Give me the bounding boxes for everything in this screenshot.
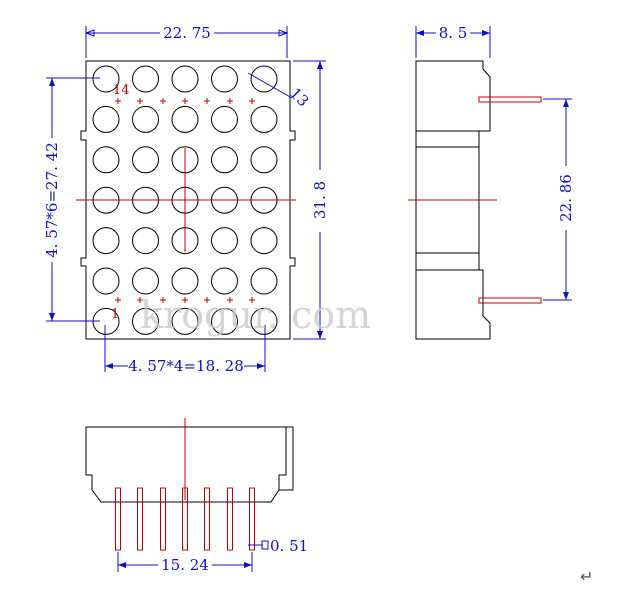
pin-14-label: 14 — [113, 83, 130, 98]
front-body-outline — [80, 60, 296, 340]
pin-position-mark — [249, 98, 255, 104]
pin-position-mark — [227, 297, 233, 303]
led-dot — [211, 146, 238, 174]
width-total-label: 22. 75 — [163, 24, 211, 42]
led-dot — [211, 105, 238, 133]
dim-row-pitch: 4. 57*6=27. 42 — [43, 77, 100, 322]
led-dot — [250, 307, 278, 335]
bottom-pin — [204, 487, 210, 551]
side-pin-bottom — [478, 297, 542, 304]
led-dot — [250, 146, 278, 174]
pin-position-mark — [249, 297, 255, 303]
pin-position-mark — [137, 98, 143, 104]
side-view — [408, 60, 542, 340]
led-dot — [132, 267, 159, 295]
pin-marks — [115, 98, 255, 303]
led-dot — [132, 146, 159, 174]
pin-position-mark — [160, 297, 166, 303]
led-dot — [132, 227, 159, 255]
led-dot — [250, 227, 278, 255]
bottom-pin — [160, 487, 166, 551]
bottom-pin — [249, 487, 255, 551]
dim-pin-span-horizontal: 15. 24 — [117, 552, 253, 574]
pin-position-mark — [227, 98, 233, 104]
pin-1-label: 1 — [111, 307, 119, 322]
dim-pin-span-vertical: 22. 86 — [543, 98, 575, 301]
led-dot — [132, 307, 159, 335]
led-dot — [211, 267, 238, 295]
pin-position-mark — [137, 297, 143, 303]
led-dot — [92, 146, 120, 174]
led-dot — [211, 65, 238, 93]
led-dot — [92, 227, 120, 255]
led-dot — [92, 105, 120, 133]
return-icon: ↵ — [580, 567, 593, 586]
dim-depth: 8. 5 — [415, 24, 491, 58]
bottom-pin — [115, 487, 121, 551]
side-body-outline — [415, 60, 491, 148]
led-dot — [92, 267, 120, 295]
col-pitch-label: 4. 57*4=18. 28 — [128, 357, 244, 375]
pin-position-mark — [204, 98, 210, 104]
led-dot — [211, 307, 238, 335]
pin-position-mark — [182, 98, 188, 104]
dim-height-total: 31. 8 — [293, 60, 329, 340]
bottom-body-outline — [85, 426, 287, 503]
led-dot — [250, 267, 278, 295]
pin-width-label: 0. 51 — [270, 537, 308, 555]
bottom-pin — [227, 487, 233, 551]
led-dot — [171, 65, 199, 93]
led-dot — [92, 65, 120, 93]
pin-position-mark — [204, 297, 210, 303]
pin-span-vertical-label: 22. 86 — [557, 174, 575, 222]
dim-pin-width: 0. 51 — [248, 537, 308, 555]
front-view — [76, 60, 296, 340]
row-pitch-label: 4. 57*6=27. 42 — [43, 142, 61, 258]
pin-position-mark — [115, 98, 121, 104]
pin-13-callout: 13 — [247, 72, 312, 110]
depth-label: 8. 5 — [439, 24, 468, 42]
watermark: krogur. com — [140, 293, 371, 337]
pin-position-mark — [160, 98, 166, 104]
dim-col-pitch: 4. 57*4=18. 28 — [104, 325, 266, 375]
side-pin-top — [478, 96, 542, 103]
bottom-pin — [137, 487, 143, 551]
led-dot — [250, 105, 278, 133]
pin-span-horizontal-label: 15. 24 — [161, 556, 209, 574]
led-dot — [171, 105, 199, 133]
side-body-lower — [415, 147, 491, 340]
led-dot — [171, 267, 199, 295]
led-dot — [132, 65, 159, 93]
dim-width-total: 22. 75 — [84, 24, 289, 58]
led-grid — [92, 65, 278, 335]
led-dot — [250, 65, 278, 93]
height-total-label: 31. 8 — [311, 181, 329, 219]
led-dot — [132, 105, 159, 133]
pin-position-mark — [115, 297, 121, 303]
led-dot — [171, 307, 199, 335]
pin-position-mark — [182, 297, 188, 303]
bottom-view — [85, 418, 294, 551]
led-dot — [211, 227, 238, 255]
